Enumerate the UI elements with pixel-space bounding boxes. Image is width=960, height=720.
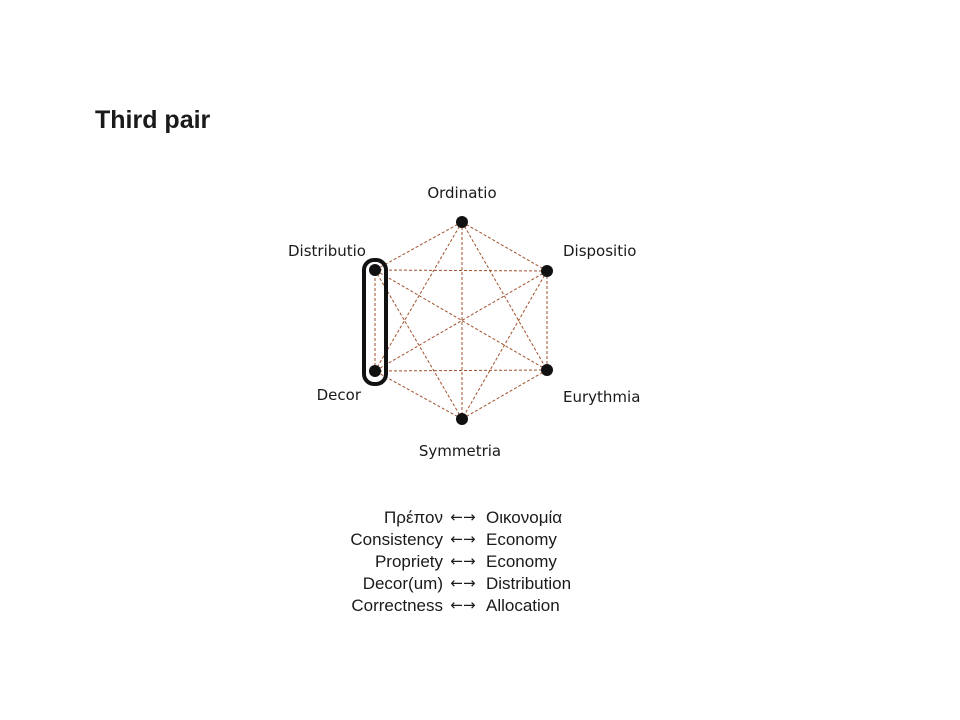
term-left: Decor(um) — [362, 574, 443, 593]
diagram-edges — [374, 221, 548, 420]
edge-symmetria-distributio — [374, 269, 463, 420]
node-label-ordinatio: Ordinatio — [427, 184, 496, 202]
node-label-distributio: Distributio — [288, 242, 366, 260]
edge-dispositio-distributio — [374, 269, 548, 272]
term-left: Correctness — [351, 596, 443, 615]
edge-ordinatio-eurythmia — [461, 221, 548, 371]
term-left: Πρέπον — [384, 508, 443, 527]
node-label-decor: Decor — [317, 386, 362, 404]
bidirectional-arrow-icon: ←→ — [450, 552, 476, 570]
bidirectional-arrow-icon: ←→ — [450, 508, 476, 526]
edge-symmetria-decor — [374, 370, 463, 420]
highlight-pair-frame — [362, 258, 388, 386]
term-pair-row: Correctness ←→ Allocation — [300, 596, 640, 618]
node-decor — [369, 365, 381, 377]
node-label-dispositio: Dispositio — [563, 242, 636, 260]
bidirectional-arrow-icon: ←→ — [450, 574, 476, 592]
term-pair-row: Decor(um) ←→ Distribution — [300, 574, 640, 596]
bidirectional-arrow-icon: ←→ — [450, 596, 476, 614]
term-right: Economy — [486, 530, 557, 549]
slide-title: Third pair — [95, 106, 211, 134]
node-symmetria — [456, 413, 468, 425]
edge-dispositio-decor — [374, 270, 548, 372]
node-distributio — [369, 264, 381, 276]
diagram-nodes — [369, 216, 553, 425]
term-pair-row: Propriety ←→ Economy — [300, 552, 640, 574]
edge-ordinatio-dispositio — [461, 221, 548, 272]
node-dispositio — [541, 265, 553, 277]
term-right: Allocation — [486, 596, 560, 615]
node-label-symmetria: Symmetria — [419, 442, 501, 460]
term-left: Consistency — [350, 530, 443, 549]
node-ordinatio — [456, 216, 468, 228]
edge-eurythmia-symmetria — [461, 369, 548, 420]
node-eurythmia — [541, 364, 553, 376]
term-pair-row: Consistency ←→ Economy — [300, 530, 640, 552]
bidirectional-arrow-icon: ←→ — [450, 530, 476, 548]
edge-ordinatio-decor — [374, 221, 463, 372]
term-right: Economy — [486, 552, 557, 571]
edge-dispositio-symmetria — [461, 270, 548, 420]
edge-eurythmia-distributio — [374, 269, 548, 371]
edge-eurythmia-decor — [374, 369, 548, 372]
term-left: Propriety — [374, 552, 443, 571]
edge-ordinatio-distributio — [374, 221, 463, 271]
term-right: Distribution — [486, 574, 572, 593]
node-label-eurythmia: Eurythmia — [563, 388, 640, 406]
term-pair-row: Πρέπον ←→ Οικονομία — [300, 508, 640, 530]
term-right: Οικονομία — [486, 508, 563, 527]
